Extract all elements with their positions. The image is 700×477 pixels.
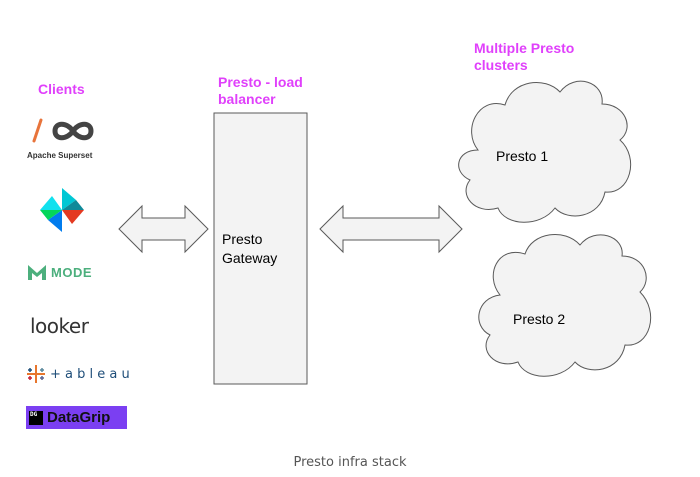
mode-text: MODE [51, 264, 92, 280]
apache-superset-text: Apache Superset [27, 151, 93, 160]
load-balancer-label-line-1: Presto - load [218, 74, 303, 90]
gateway-label-line-1: Presto [222, 231, 263, 247]
gateway-clusters-arrow [319, 204, 463, 254]
mode-m-icon [28, 265, 46, 280]
datagrip-badge-icon: DG [29, 410, 43, 425]
load-balancer-label: Presto - load balancer [218, 74, 303, 108]
cluster-1-cloud [458, 80, 632, 223]
multiple-clusters-label-line-1: Multiple Presto [474, 40, 575, 56]
apache-superset-logo: Apache Superset [27, 115, 99, 161]
gateway-label: Presto Gateway [222, 230, 277, 268]
cluster-2-label: Presto 2 [513, 311, 566, 327]
mode-logo: MODE [27, 262, 92, 282]
clients-gateway-arrow [118, 204, 209, 254]
tableau-text: + a b l e a u [50, 366, 130, 382]
multiple-clusters-label: Multiple Presto clusters [474, 40, 574, 74]
looker-logo: looker [30, 314, 89, 338]
diagram-caption: Presto infra stack [293, 455, 407, 470]
load-balancer-label-line-2: balancer [218, 91, 276, 107]
tableau-logo: + a b l e a u [25, 363, 130, 385]
datagrip-logo: DG DataGrip [26, 406, 127, 429]
cluster-2-cloud [478, 234, 652, 377]
datagrip-text: DataGrip [47, 409, 111, 426]
gateway-box [213, 112, 308, 385]
gateway-label-line-2: Gateway [222, 250, 278, 266]
cluster-1-label: Presto 1 [496, 148, 549, 164]
multiple-clusters-label-line-2: clusters [474, 57, 528, 73]
airflow-pinwheel-icon [40, 188, 84, 232]
clients-label: Clients [38, 81, 85, 97]
superset-infinity-icon [32, 118, 94, 143]
tableau-cross-icon [27, 365, 45, 383]
